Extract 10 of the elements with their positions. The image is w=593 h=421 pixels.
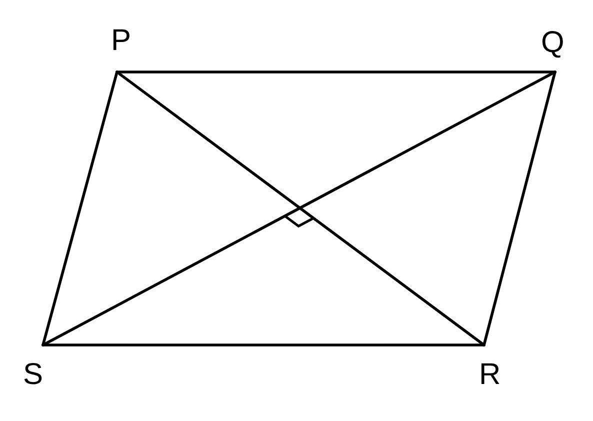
line-segment [42, 70, 556, 346]
line-segment [42, 344, 486, 346]
vertex-label: R [479, 360, 501, 390]
vertex-label: Q [541, 28, 564, 58]
line-segment [116, 70, 556, 74]
line-segment [116, 70, 486, 346]
line-segment [482, 70, 556, 346]
line-segment [42, 70, 118, 346]
vertex-label: S [23, 360, 44, 390]
vertex-label: P [111, 26, 132, 56]
